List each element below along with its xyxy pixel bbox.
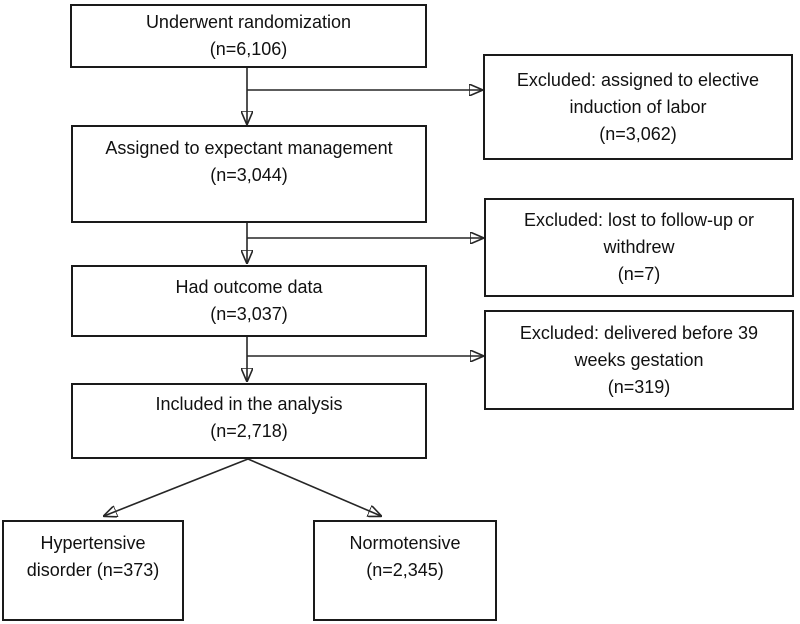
box-normotensive: Normotensive (n=2,345) [313, 520, 497, 621]
box-excluded-lost-followup: Excluded: lost to follow-up or withdrew … [484, 198, 794, 297]
box-label: Assigned to expectant management [105, 138, 393, 158]
box-count: (n=7) [617, 264, 661, 284]
arrow-analysis-to-hypertensive [104, 458, 249, 516]
box-label: Underwent randomization [145, 12, 352, 32]
box-label: induction of labor [569, 96, 707, 117]
box-count: (n=2,718) [210, 421, 288, 441]
box-underwent-randomization: Underwent randomization (n=6,106) [70, 4, 427, 68]
box-count: (n=3,062) [599, 123, 677, 144]
box-label: Excluded: assigned to elective [516, 69, 760, 90]
box-label: Included in the analysis [155, 394, 343, 414]
box-label: Normotensive [349, 533, 461, 553]
box-included-in-analysis: Included in the analysis (n=2,718) [71, 383, 427, 459]
box-count: (n=3,037) [210, 304, 288, 324]
box-count: (n=6,106) [209, 39, 288, 59]
box-label: Had outcome data [175, 277, 323, 297]
box-label: Excluded: lost to follow-up or [523, 210, 755, 230]
box-count: disorder (n=373) [26, 560, 160, 580]
box-label: weeks gestation [574, 349, 704, 370]
arrow-analysis-to-normotensive [247, 458, 381, 516]
box-excluded-elective-induction: Excluded: assigned to elective induction… [483, 54, 793, 160]
box-count: (n=3,044) [210, 165, 288, 185]
box-had-outcome-data: Had outcome data (n=3,037) [71, 265, 427, 337]
box-hypertensive-disorder: Hypertensive disorder (n=373) [2, 520, 184, 621]
box-label: Excluded: delivered before 39 [519, 322, 759, 343]
box-count: (n=319) [607, 376, 671, 397]
box-count: (n=2,345) [366, 560, 444, 580]
box-label: withdrew [603, 237, 675, 257]
box-label: Hypertensive [40, 533, 146, 553]
box-excluded-delivered-before-39-weeks: Excluded: delivered before 39 weeks gest… [484, 310, 794, 410]
box-assigned-expectant-management: Assigned to expectant management (n=3,04… [71, 125, 427, 223]
